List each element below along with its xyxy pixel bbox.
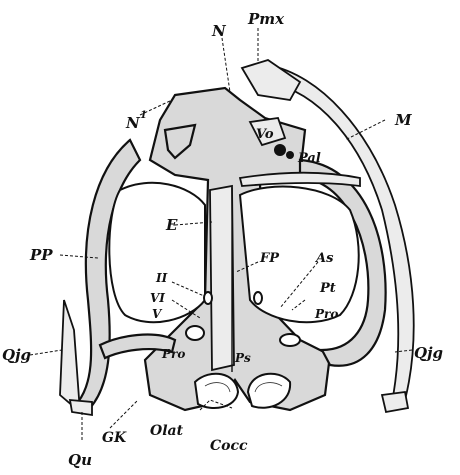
left-quadratojugal-spike [60, 300, 80, 412]
label-as: As [314, 251, 334, 266]
label-m: M [394, 111, 412, 129]
right-foramen [254, 292, 262, 304]
optic-foramen [204, 292, 212, 304]
left-quadrate [70, 400, 92, 415]
label-n1-superscript: 1 [140, 110, 147, 121]
label-qu: Qu [68, 451, 92, 469]
label-fp: FP [259, 251, 280, 266]
premaxilla-bone [242, 60, 300, 100]
label-pro-left: Pro [161, 347, 185, 361]
label-cocc: Cocc [210, 438, 248, 454]
label-pmx: Pmx [247, 10, 285, 28]
label-olat: Olat [150, 423, 184, 439]
label-pt: Pt [319, 281, 336, 296]
label-gk: GK [102, 430, 127, 446]
label-vo: Vo [256, 127, 274, 142]
frontoparietal-strip [210, 186, 234, 370]
label-ps: Ps [234, 351, 251, 365]
label-e: E [165, 216, 178, 234]
label-vi: VI [150, 291, 165, 305]
label-qjg-left: Qjg [2, 346, 31, 364]
right-prootic-foramen [280, 334, 300, 346]
label-pro-right: Pro [314, 307, 338, 321]
label-n: N [211, 22, 227, 40]
trigeminal-foramen [186, 326, 204, 340]
palatine-bar [240, 173, 360, 186]
label-ii: II [155, 271, 168, 285]
label-n1: N [125, 114, 141, 132]
label-pp: PP [29, 246, 53, 264]
label-qjg-right: Qjg [414, 344, 443, 362]
label-pal: Pal [297, 151, 321, 166]
right-quadrate [382, 392, 408, 412]
